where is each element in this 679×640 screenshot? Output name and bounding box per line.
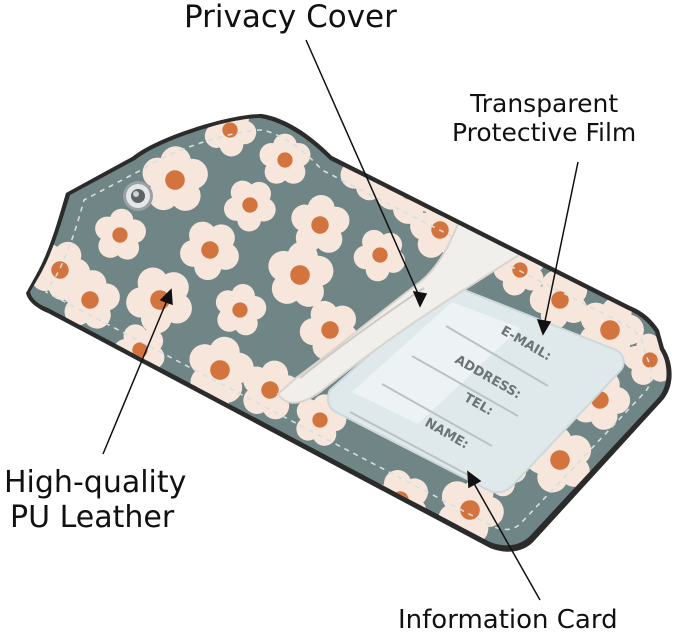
flower-center [201, 241, 219, 259]
daisy-flower [427, 465, 515, 546]
privacy-cover-text: Privacy Cover [184, 0, 397, 35]
daisy-flower [345, 218, 417, 290]
flower-center [210, 360, 230, 380]
flower-center [190, 410, 210, 430]
flower-center [311, 216, 329, 234]
flower-center [600, 320, 620, 340]
privacy-cover-label: Privacy Cover [184, 0, 397, 36]
daisy-flower [180, 329, 260, 408]
flower-center [81, 291, 99, 309]
flower-center [512, 262, 528, 278]
daisy-flower [568, 287, 653, 370]
flower-center [132, 342, 148, 358]
daisy-flower [196, 118, 266, 164]
daisy-flower [486, 234, 556, 305]
stitching [44, 129, 652, 531]
daisy-flower [170, 208, 252, 290]
flower-center [290, 265, 310, 285]
protective-film-highlight [352, 302, 520, 424]
daisy-flower [92, 206, 149, 262]
daisy-flower [141, 145, 209, 212]
flower-center [261, 381, 279, 399]
leader-lines [102, 39, 579, 601]
daisy-flower [617, 325, 667, 394]
flower-center [321, 321, 339, 339]
flower-center [277, 152, 293, 168]
flower-center [372, 247, 388, 263]
flower-center [350, 118, 370, 130]
daisy-flower [56, 265, 124, 332]
flower-center [165, 170, 185, 190]
daisy-flower [234, 353, 307, 425]
daisy-flower [215, 168, 287, 240]
daisy-flower [288, 387, 353, 451]
daisy-flower [318, 118, 405, 163]
flower-center [51, 261, 69, 279]
flower-center [242, 197, 258, 213]
flower-center [112, 227, 128, 243]
protective-film-label: Transparent Protective Film [452, 89, 637, 148]
flower-center [232, 302, 248, 318]
daisy-flower [289, 192, 352, 255]
privacy-cover-fold [299, 287, 425, 379]
daisy-flower [516, 414, 606, 504]
information-card-label: Information Card [398, 605, 618, 636]
pu-label-line2: PU Leather [10, 499, 175, 535]
information-card-text: Information Card [398, 605, 618, 635]
daisy-flower [290, 288, 372, 370]
daisy-flower [521, 258, 602, 340]
daisy-flower [259, 133, 311, 184]
flower-center [312, 412, 328, 428]
pu-leather-label: High-quality PU Leather [4, 465, 187, 535]
flower-center [550, 450, 570, 470]
grommet [123, 181, 153, 211]
film-label-line1: Transparent [470, 89, 619, 118]
daisy-flower [30, 229, 100, 308]
card-lines [349, 325, 549, 477]
pu-label-line1: High-quality [4, 465, 187, 500]
daisy-flower [105, 313, 177, 385]
daisy-flower [210, 278, 271, 339]
daisy-flower [263, 236, 338, 310]
flower-center [222, 122, 238, 138]
flower-center [460, 500, 480, 520]
flower-center [642, 352, 658, 368]
flower-center [551, 291, 569, 309]
film-label-line2: Protective Film [452, 117, 637, 147]
